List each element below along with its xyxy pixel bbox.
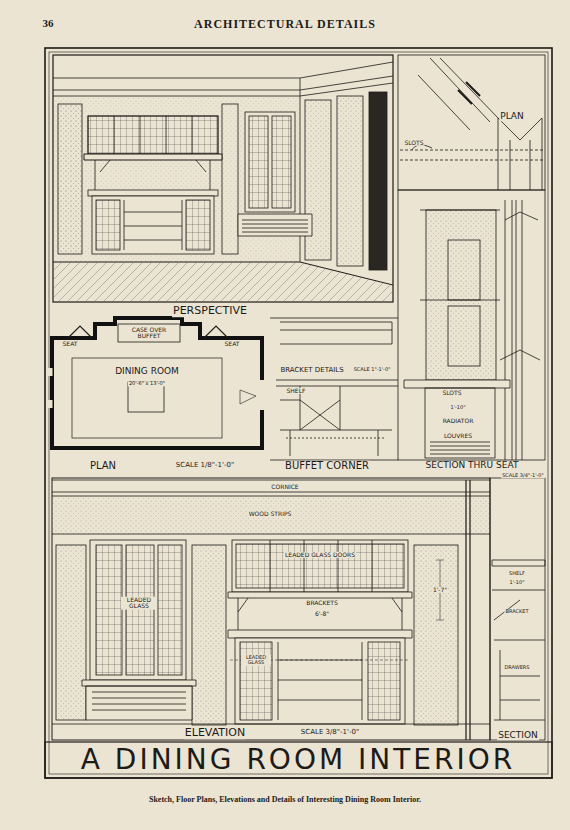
view-title: PERSPECTIVE: [172, 305, 248, 317]
seat-section: [398, 190, 545, 460]
callout-label: 20'-6" x 13'-0": [128, 381, 166, 386]
callout-label: LEADED GLASS: [121, 597, 157, 610]
callout-label: LOUVRES: [443, 433, 473, 439]
elevation: [52, 478, 490, 740]
callout-label: WOOD STRIPS: [248, 511, 293, 517]
page-number: 36: [43, 18, 54, 30]
callout-label: 1'-10": [449, 405, 466, 410]
view-title: PLAN: [89, 461, 117, 472]
callout-label: 1'-10": [508, 580, 525, 585]
callout-label: DRAWERS: [503, 665, 530, 670]
callout-label: SLOTS: [403, 140, 424, 146]
callout-label: SCALE 3/8"-1'-0": [300, 729, 360, 736]
figure-caption: Sketch, Floor Plans, Elevations and Deta…: [149, 796, 421, 804]
callout-label: 6'-8": [314, 611, 330, 617]
view-title: SECTION THRU SEAT: [425, 461, 520, 470]
plan-detail: [398, 55, 545, 190]
cabinet-section: [490, 478, 545, 740]
callout-label: SEAT: [62, 341, 79, 347]
view-title: BUFFET CORNER: [284, 461, 370, 472]
callout-label: SLOTS: [441, 390, 462, 396]
callout-label: LEADED GLASS: [241, 655, 271, 666]
callout-label: BRACKET DETAILS: [279, 367, 344, 374]
callout-label: SCALE 1/8"-1'-0": [175, 462, 235, 469]
bracket-details: [270, 318, 398, 460]
sheet-title: A DINING ROOM INTERIOR: [81, 745, 515, 774]
view-title: SECTION: [497, 731, 539, 740]
callout-label: CASE OVER BUFFET: [122, 327, 176, 340]
callout-label: BRACKET: [504, 609, 529, 614]
callout-label: SCALE 1"-1'-0": [353, 367, 392, 372]
floor-plan: [50, 318, 262, 448]
callout-label: 1'-7": [432, 587, 448, 593]
perspective-sketch: [53, 55, 393, 302]
view-title: DINING ROOM: [114, 367, 180, 376]
running-head: ARCHITECTURAL DETAILS: [194, 18, 376, 31]
callout-label: SCALE 3/4"-1'-0": [501, 473, 545, 478]
callout-label: SHELF: [508, 571, 526, 576]
callout-label: LEADED GLASS DOORS: [284, 552, 356, 558]
view-title: ELEVATION: [184, 727, 246, 739]
callout-label: SHELF: [286, 388, 307, 394]
callout-label: BRACKETS: [305, 600, 338, 606]
callout-label: CORNICE: [270, 484, 299, 490]
view-title: PLAN: [499, 112, 525, 121]
callout-label: SEAT: [224, 341, 241, 347]
callout-label: RADIATOR: [442, 418, 475, 424]
